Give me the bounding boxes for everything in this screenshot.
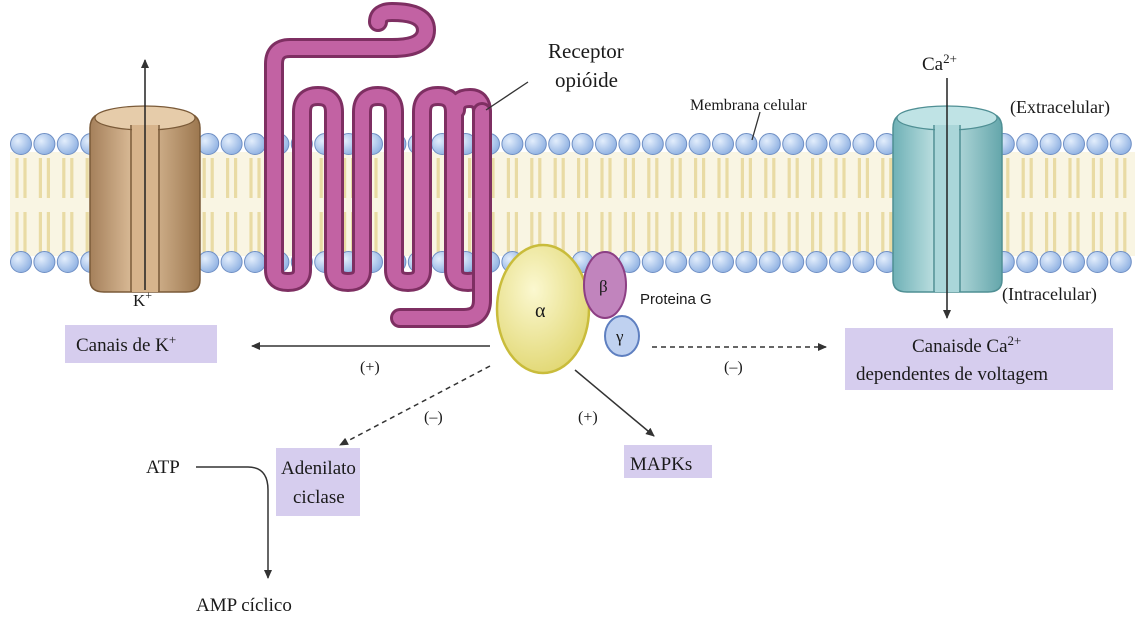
lipid-head bbox=[11, 134, 32, 155]
lipid-head bbox=[1017, 134, 1038, 155]
camp-label: AMP cíclico bbox=[196, 595, 292, 616]
lipid-head bbox=[502, 134, 523, 155]
lipid-head bbox=[806, 252, 827, 273]
lipid-head bbox=[198, 134, 219, 155]
lipid-head bbox=[1110, 252, 1131, 273]
g-protein-label: Proteina G bbox=[640, 291, 712, 308]
membrane-label: Membrana celular bbox=[690, 97, 808, 114]
intracellular-label: (Intracelular) bbox=[1002, 284, 1097, 305]
k-channels-label: Canais de K+ bbox=[76, 332, 176, 356]
lipid-head bbox=[759, 134, 780, 155]
lipid-head bbox=[736, 252, 757, 273]
lipid-head bbox=[736, 134, 757, 155]
mapks-label: MAPKs bbox=[630, 454, 692, 475]
arrow-to-adenylate-cyclase bbox=[340, 366, 490, 445]
lipid-head bbox=[713, 134, 734, 155]
receptor-label-line1: Receptor bbox=[548, 39, 624, 63]
gamma-label: γ bbox=[615, 327, 624, 346]
lipid-head bbox=[1040, 252, 1061, 273]
lipid-head bbox=[830, 134, 851, 155]
ca-ion-label: Ca2+ bbox=[922, 51, 957, 75]
lipid-head bbox=[689, 252, 710, 273]
lipid-head bbox=[525, 134, 546, 155]
lipid-head bbox=[57, 252, 78, 273]
receptor-label-line2: opióide bbox=[555, 68, 618, 92]
ca-effect-sign: (–) bbox=[724, 359, 743, 376]
lipid-head bbox=[57, 134, 78, 155]
ca-channels-label-line1: Canaisde Ca2+ bbox=[912, 333, 1021, 357]
lipid-head bbox=[34, 134, 55, 155]
membrane-leader-line bbox=[752, 112, 760, 140]
lipid-head bbox=[666, 134, 687, 155]
lipid-head bbox=[34, 252, 55, 273]
adenylate-effect-sign: (–) bbox=[424, 409, 443, 426]
lipid-head bbox=[198, 252, 219, 273]
beta-label: β bbox=[599, 277, 608, 296]
lipid-head bbox=[1017, 252, 1038, 273]
atp-label: ATP bbox=[146, 457, 180, 478]
lipid-head bbox=[783, 252, 804, 273]
g-protein bbox=[497, 245, 639, 373]
lipid-head bbox=[853, 252, 874, 273]
lipid-head bbox=[783, 134, 804, 155]
lipid-head bbox=[759, 252, 780, 273]
lipid-head bbox=[1110, 134, 1131, 155]
lipid-head bbox=[221, 134, 242, 155]
lipid-head bbox=[11, 252, 32, 273]
lipid-head bbox=[689, 134, 710, 155]
lipid-head bbox=[642, 134, 663, 155]
receptor-leader-line bbox=[486, 82, 528, 110]
lipid-head bbox=[666, 252, 687, 273]
k-ion-label: K+ bbox=[133, 288, 152, 310]
atp-to-camp-arrow bbox=[196, 467, 268, 578]
lipid-head bbox=[642, 252, 663, 273]
lipid-head bbox=[1064, 252, 1085, 273]
lipid-head bbox=[619, 134, 640, 155]
lipid-head bbox=[1087, 252, 1108, 273]
lipid-head bbox=[806, 134, 827, 155]
k-effect-sign: (+) bbox=[360, 359, 380, 376]
lipid-head bbox=[1064, 134, 1085, 155]
adenylate-cyclase-label-line1: Adenilato bbox=[281, 458, 356, 479]
lipid-head bbox=[221, 252, 242, 273]
lipid-head bbox=[713, 252, 734, 273]
lipid-head bbox=[853, 134, 874, 155]
lipid-head bbox=[830, 252, 851, 273]
lipid-head bbox=[245, 252, 266, 273]
lipid-head bbox=[549, 134, 570, 155]
mapk-effect-sign: (+) bbox=[578, 409, 598, 426]
lipid-head bbox=[1087, 134, 1108, 155]
lipid-head bbox=[572, 134, 593, 155]
ca-channels-label-line2: dependentes de voltagem bbox=[856, 364, 1048, 385]
arrow-to-mapks bbox=[575, 370, 654, 436]
extracellular-label: (Extracelular) bbox=[1010, 97, 1110, 118]
alpha-label: α bbox=[535, 300, 546, 322]
lipid-head bbox=[1040, 134, 1061, 155]
adenylate-cyclase-label-line2: ciclase bbox=[293, 487, 345, 508]
lipid-head bbox=[596, 134, 617, 155]
lipid-head bbox=[245, 134, 266, 155]
